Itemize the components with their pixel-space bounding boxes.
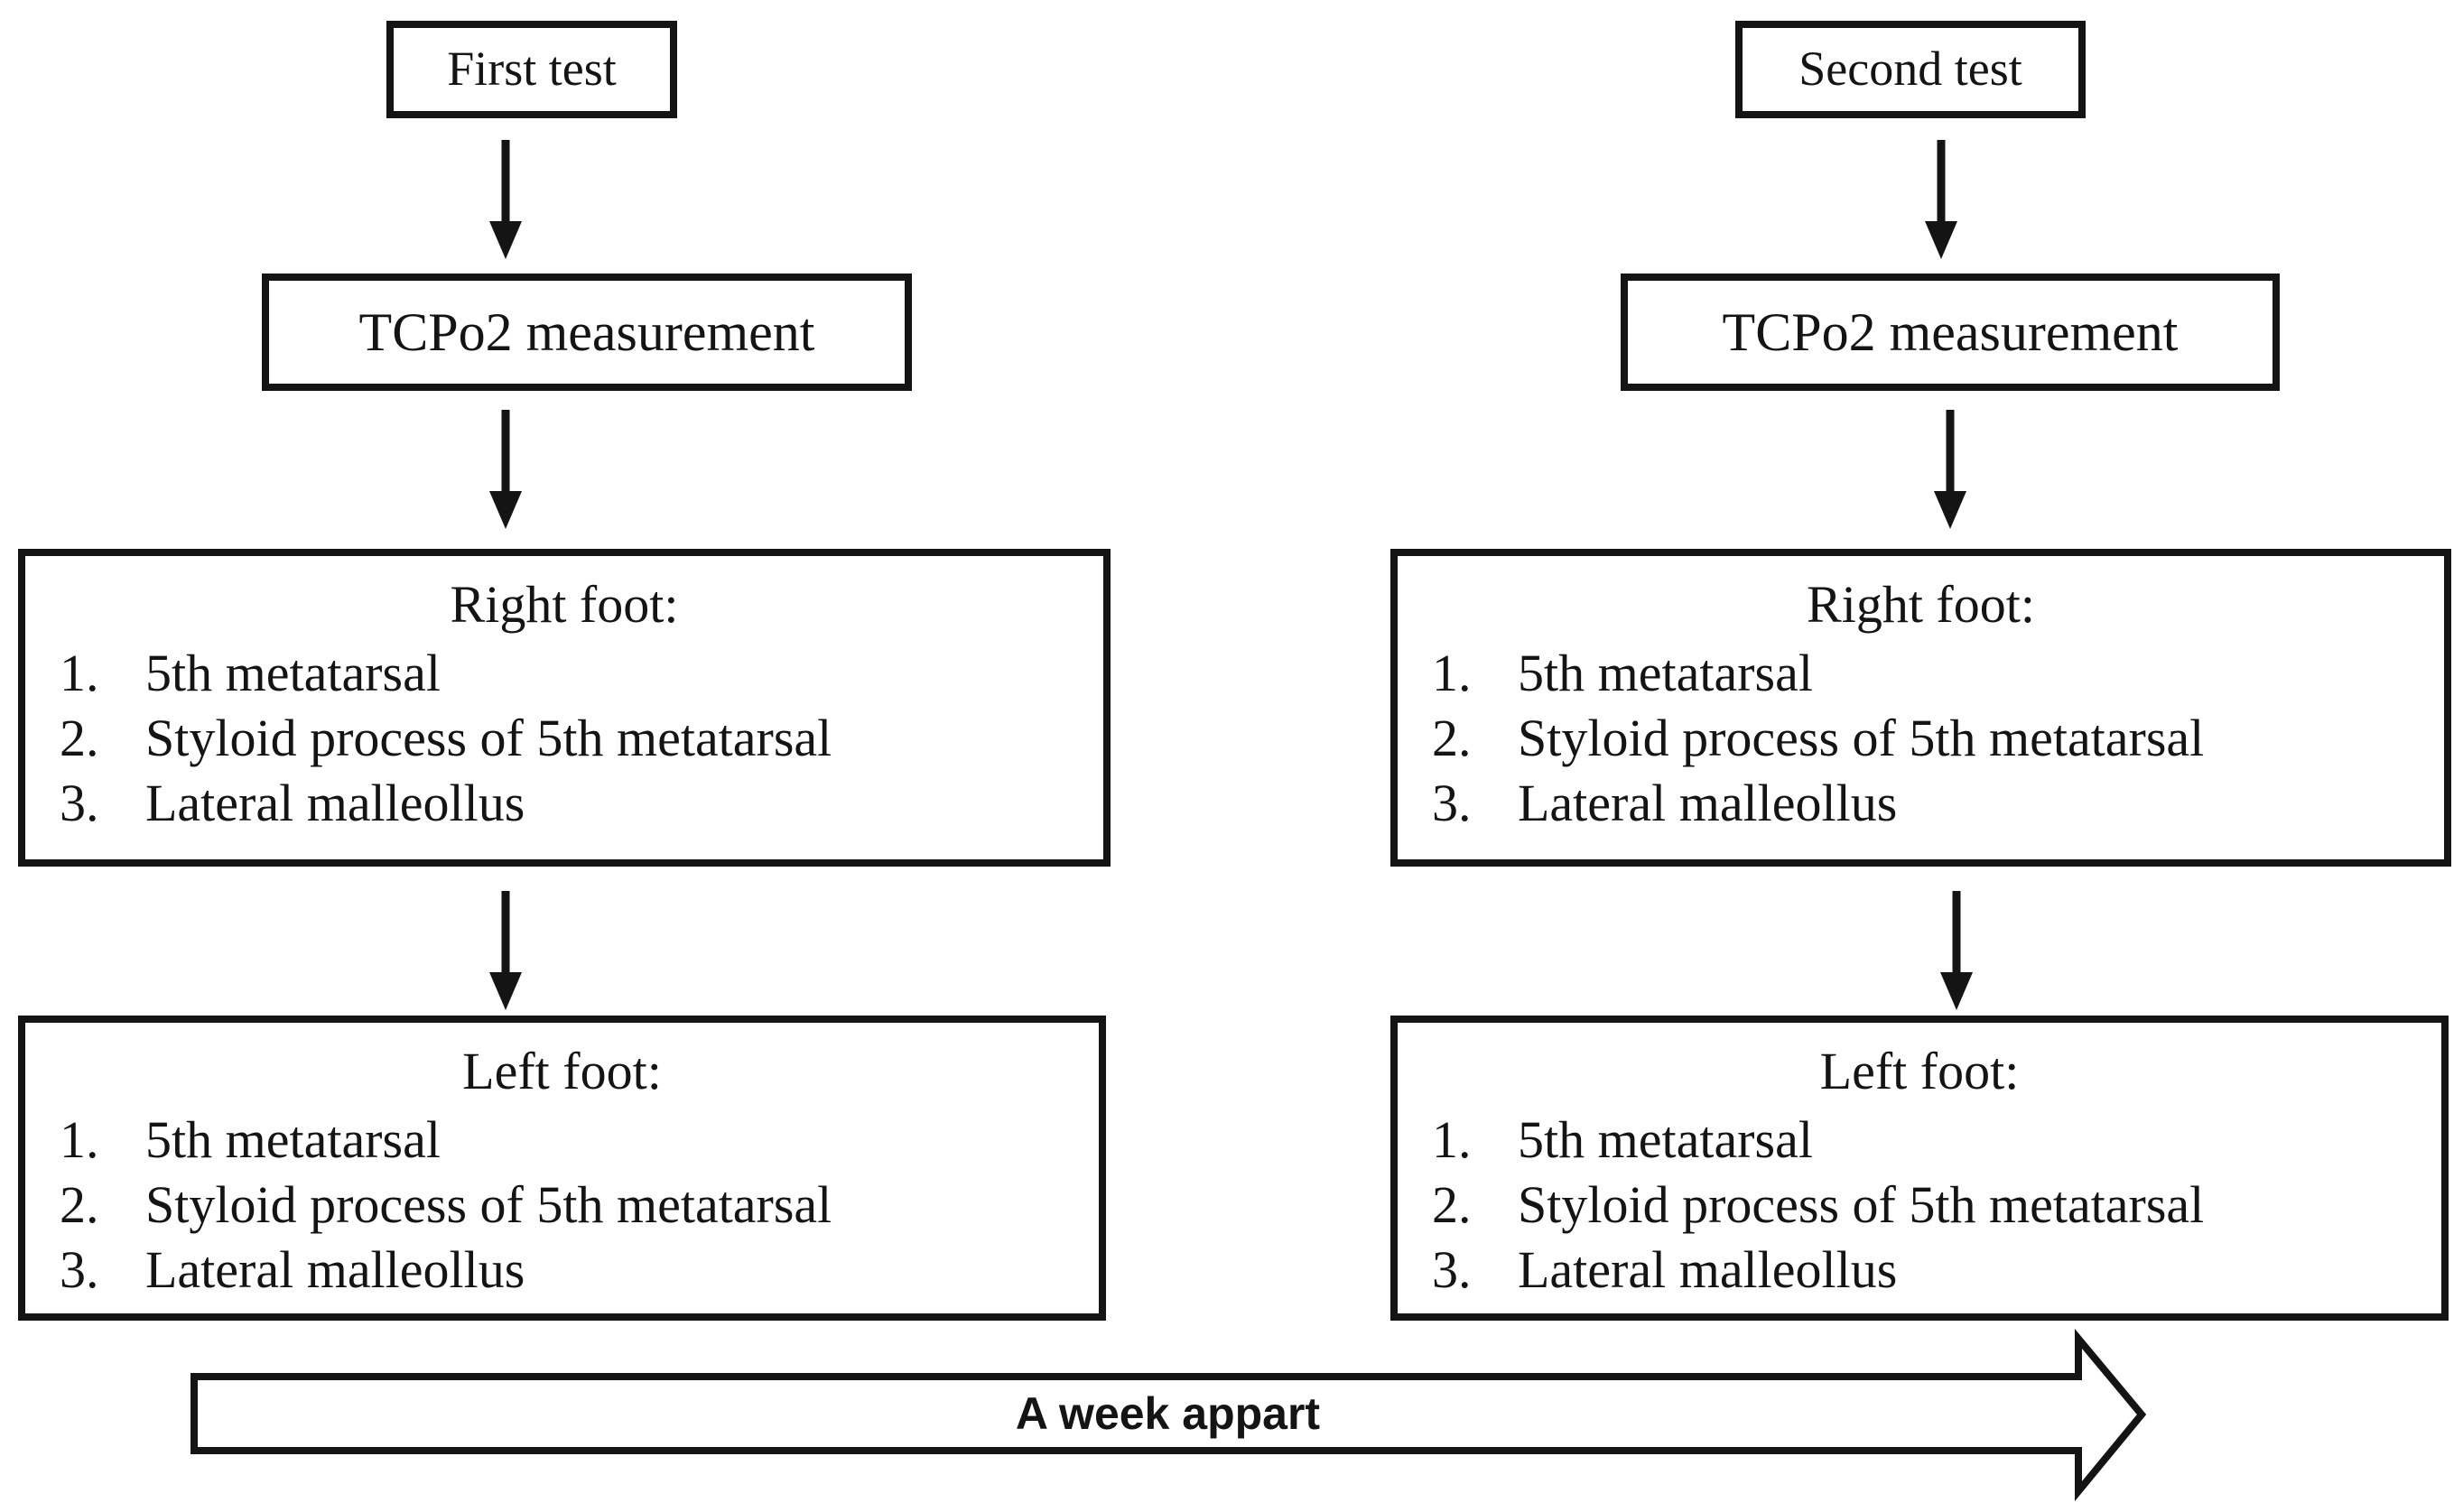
left-foot-box-first: Left foot: 1. 5th metatarsal 2. Styloid … [18,1016,1106,1321]
down-arrow-head [489,491,522,529]
list-item-number: 2. [1432,709,1472,767]
timeline-arrow [191,1328,2147,1502]
measurement-site-list: 1. 5th metatarsal 2. Styloid process of … [25,1108,1099,1303]
list-item: 2. Styloid process of 5th metatarsal [25,1173,1099,1238]
list-item-text: Lateral malleollus [145,1240,525,1299]
list-item: 3. Lateral malleollus [1398,771,2444,836]
list-item-text: Lateral malleollus [145,774,525,832]
list-item-number: 3. [1432,774,1472,832]
list-item-number: 1. [1432,1110,1472,1169]
list-item: 1. 5th metatarsal [25,641,1103,706]
list-item-text: Lateral malleollus [1518,774,1898,832]
list-item-number: 2. [60,1175,99,1234]
down-arrow-head [1925,221,1957,259]
first-test-label: First test [447,42,617,97]
down-arrow-head [489,972,522,1010]
right-foot-title: Right foot: [1807,575,2035,634]
measurement-site-list: 1. 5th metatarsal 2. Styloid process of … [1398,1108,2441,1303]
timeline-arrow-shape [191,1328,2147,1502]
list-item-text: 5th metatarsal [145,1110,441,1169]
right-foot-box-second: Right foot: 1. 5th metatarsal 2. Styloid… [1390,549,2451,867]
tcpo2-box-first: TCPo2 measurement [262,274,912,391]
list-item: 1. 5th metatarsal [25,1108,1099,1173]
left-foot-title: Left foot: [462,1042,662,1100]
second-test-label: Second test [1798,42,2022,97]
measurement-site-list: 1. 5th metatarsal 2. Styloid process of … [25,641,1103,836]
list-item-number: 1. [60,644,99,702]
list-item-number: 1. [60,1110,99,1169]
left-foot-title: Left foot: [1819,1042,2020,1100]
list-item: 3. Lateral malleollus [1398,1238,2441,1303]
measurement-site-list: 1. 5th metatarsal 2. Styloid process of … [1398,641,2444,836]
list-item-text: 5th metatarsal [145,644,441,702]
list-item-number: 3. [1432,1240,1472,1299]
list-item-text: Styloid process of 5th metatarsal [1518,1175,2205,1234]
list-item: 2. Styloid process of 5th metatarsal [25,706,1103,771]
list-item-number: 3. [60,774,99,832]
down-arrow-head [1934,491,1966,529]
timeline-arrow-label: A week appart [1015,1388,1321,1439]
down-arrow-icon [489,410,522,529]
list-item: 1. 5th metatarsal [1398,641,2444,706]
list-item-number: 3. [60,1240,99,1299]
list-item: 1. 5th metatarsal [1398,1108,2441,1173]
down-arrow-head [1940,972,1973,1010]
right-foot-title: Right foot: [450,575,679,634]
list-item-text: 5th metatarsal [1518,644,1813,702]
list-item: 2. Styloid process of 5th metatarsal [1398,1173,2441,1238]
tcpo2-box-second: TCPo2 measurement [1621,274,2280,391]
right-foot-box-first: Right foot: 1. 5th metatarsal 2. Styloid… [18,549,1111,867]
down-arrow-icon [1925,140,1957,259]
left-foot-box-second: Left foot: 1. 5th metatarsal 2. Styloid … [1390,1016,2449,1321]
list-item-number: 1. [1432,644,1472,702]
down-arrow-icon [1934,410,1966,529]
list-item-text: Lateral malleollus [1518,1240,1898,1299]
list-item-number: 2. [1432,1175,1472,1234]
down-arrow-icon [489,140,522,259]
list-item: 3. Lateral malleollus [25,1238,1099,1303]
list-item-text: Styloid process of 5th metatarsal [1518,709,2205,767]
list-item: 3. Lateral malleollus [25,771,1103,836]
list-item: 2. Styloid process of 5th metatarsal [1398,706,2444,771]
first-test-box: First test [386,21,677,118]
list-item-text: 5th metatarsal [1518,1110,1813,1169]
list-item-text: Styloid process of 5th metatarsal [145,1175,832,1234]
second-test-box: Second test [1735,21,2086,118]
down-arrow-icon [489,891,522,1010]
down-arrow-head [489,221,522,259]
tcpo2-label-first: TCPo2 measurement [358,302,815,362]
down-arrow-icon [1940,891,1973,1010]
list-item-text: Styloid process of 5th metatarsal [145,709,832,767]
tcpo2-label-second: TCPo2 measurement [1722,302,2179,362]
list-item-number: 2. [60,709,99,767]
